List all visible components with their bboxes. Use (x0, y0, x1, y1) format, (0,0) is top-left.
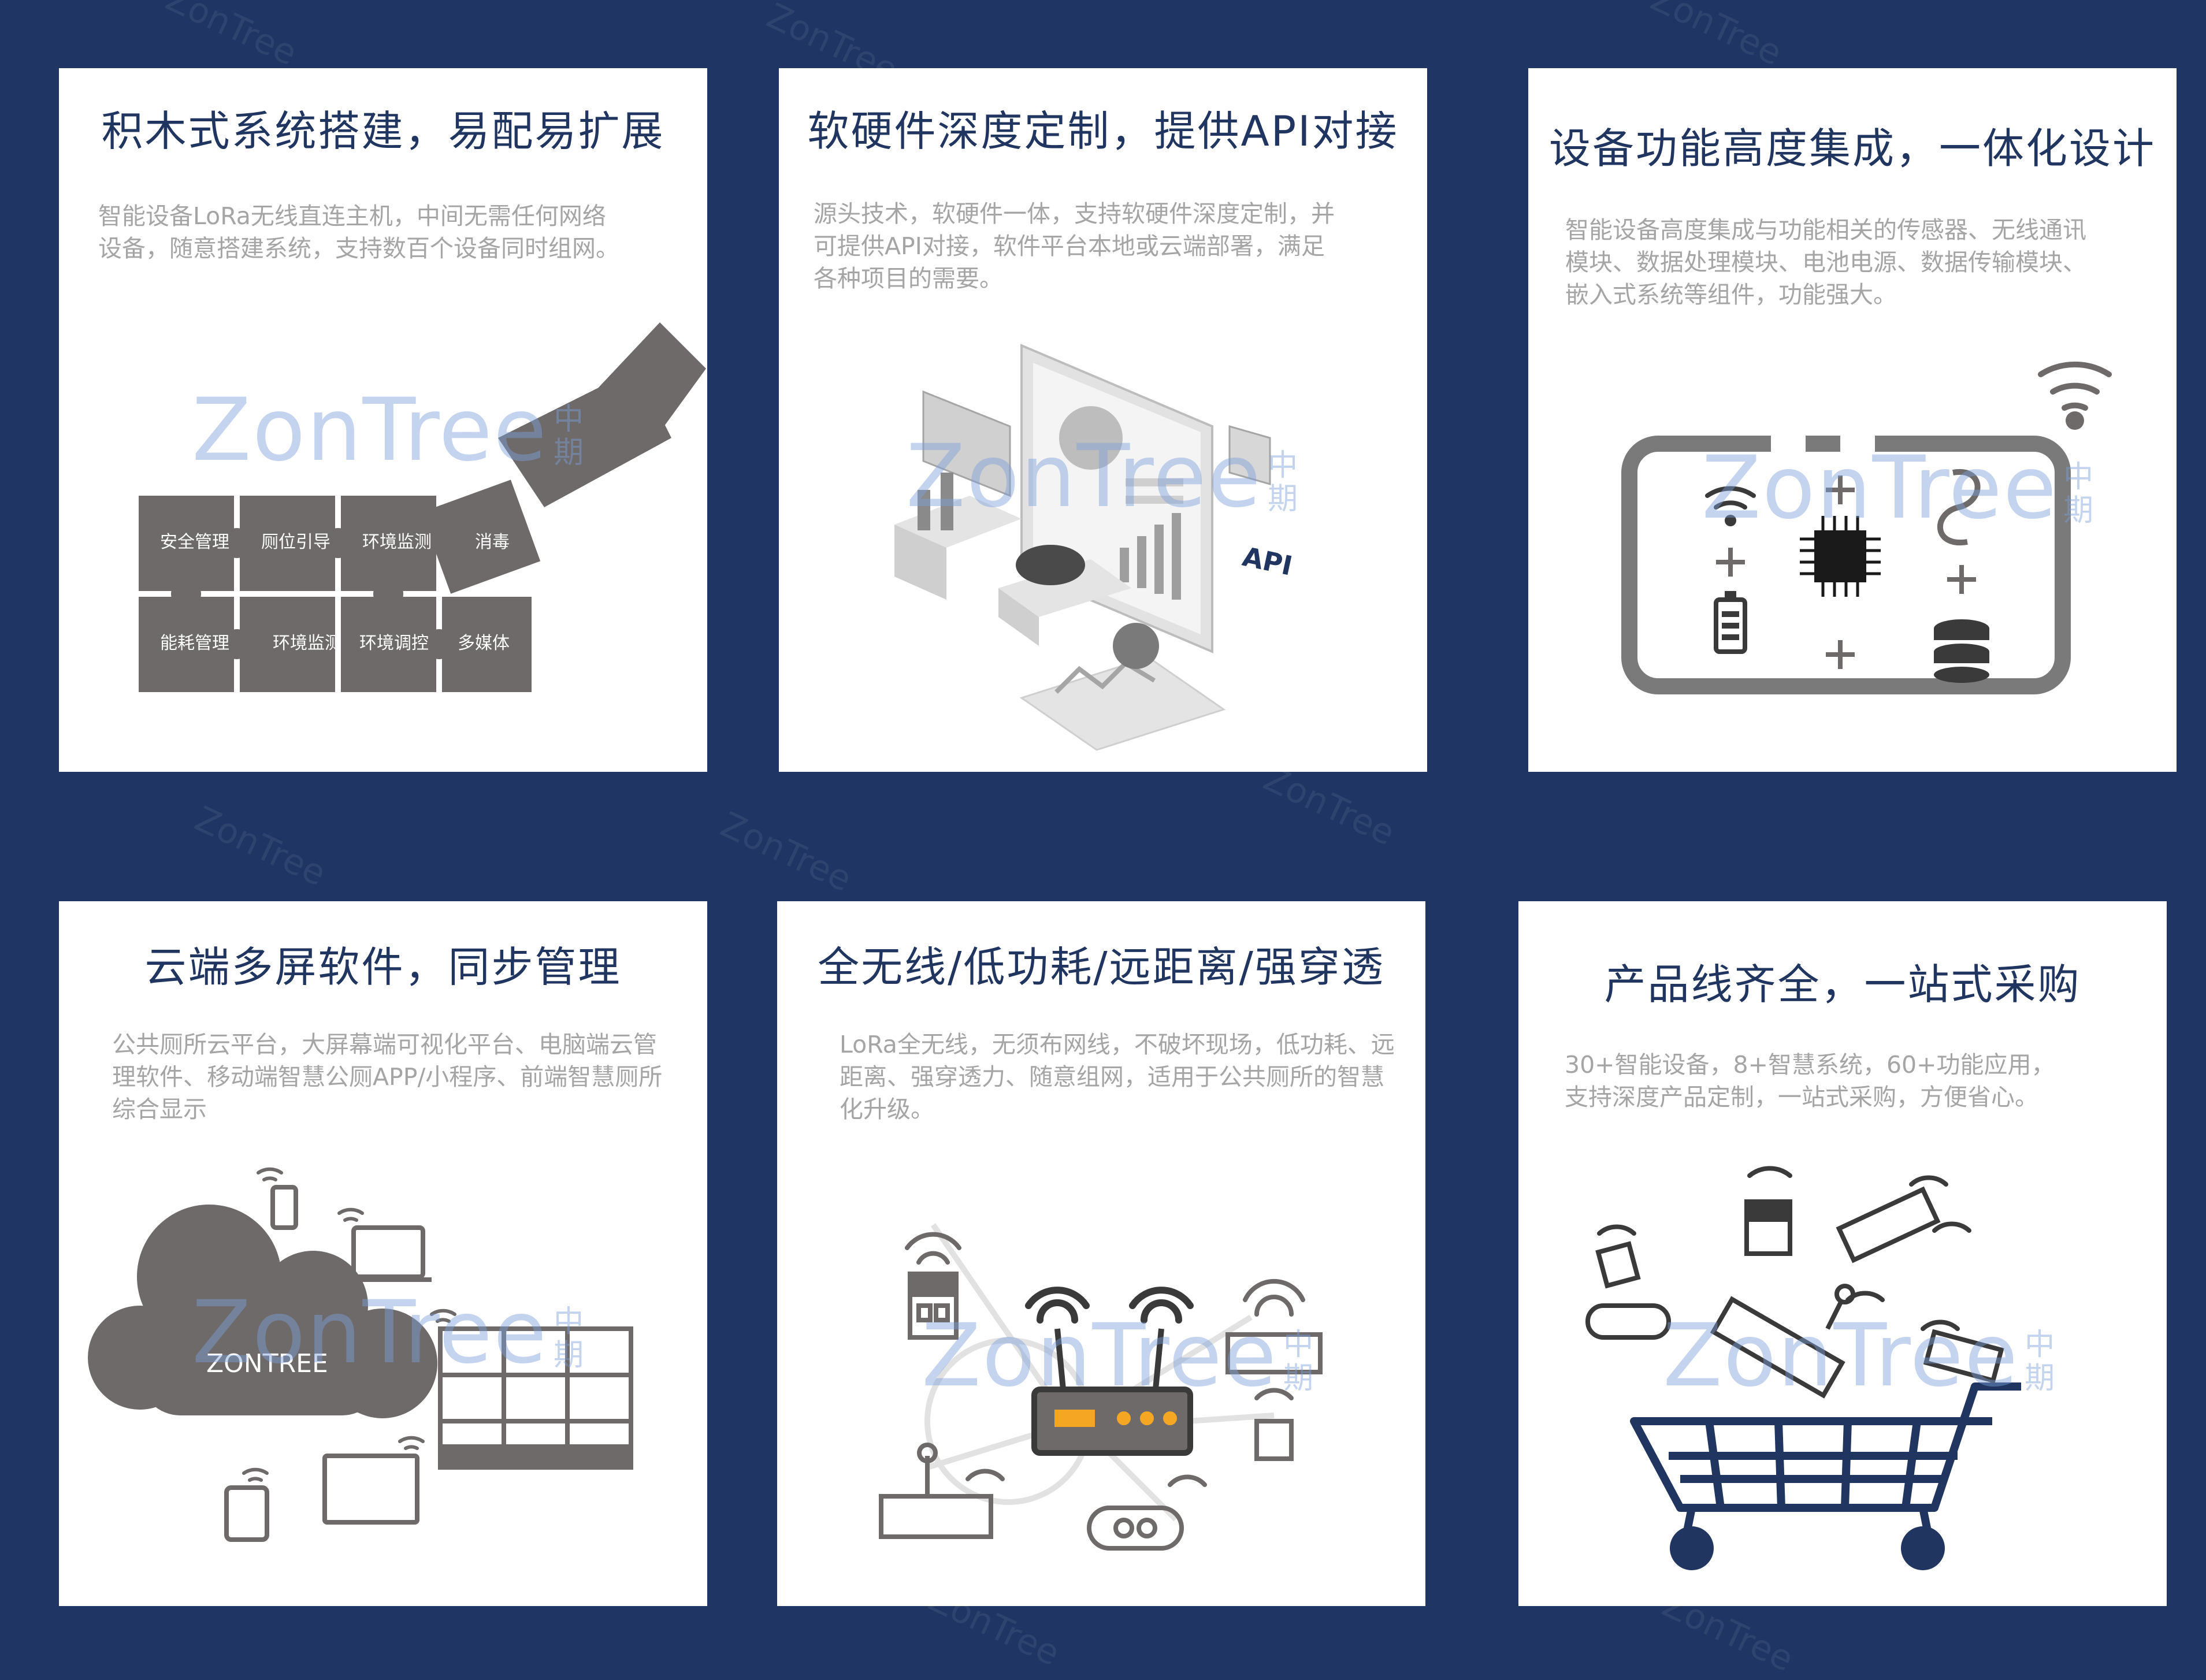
card-description: 公共厕所云平台，大屏幕端可视化平台、电脑端云管 理软件、移动端智慧公厕APP/小… (112, 1031, 663, 1123)
shopping-cart-illustration (1585, 1166, 2021, 1570)
puzzle-illustration: 安全管理 厕位引导 环境监测 消毒 能耗管理 环境监测 环境调控 多媒体 (139, 322, 706, 692)
puzzle-label: 厕位引导 (261, 532, 330, 552)
card-title: 产品线齐全，一站式采购 (1604, 960, 2081, 1009)
api-label: API (1240, 541, 1295, 582)
card-wireless: 全无线/低功耗/远距离/强穿透 LoRa全无线，无须布网线，不破坏现场，低功耗、… (777, 901, 1425, 1606)
card-description: 智能设备高度集成与功能相关的传感器、无线通讯 模块、数据处理模块、电池电源、数据… (1565, 216, 2086, 309)
cart-icon (1630, 1382, 2021, 1538)
integration-illustration (1621, 361, 2112, 694)
wireless-network-illustration (879, 1223, 1323, 1551)
card-product-line: 产品线齐全，一站式采购 30+智能设备，8+智慧系统，60+功能应用， 支持深度… (1518, 901, 2167, 1606)
card-description: 智能设备LoRa无线直连主机，中间无需任何网络 设备，随意搭建系统，支持数百个设… (98, 202, 619, 262)
wifi-icon (2038, 361, 2112, 411)
wifi-icon (905, 1232, 1305, 1487)
card-title: 设备功能高度集成，一体化设计 (1548, 124, 2156, 173)
cloud-multiscreen-illustration: ZONTREE (88, 1167, 633, 1542)
puzzle-label: 安全管理 (160, 532, 229, 552)
card-description: 源头技术，软硬件一体，支持软硬件深度定制，并 可提供API对接，软件平台本地或云… (814, 200, 1335, 292)
card-description: 30+智能设备，8+智慧系统，60+功能应用， 支持深度产品定制，一站式采购，方… (1565, 1051, 2055, 1111)
wifi-icon (242, 1167, 456, 1482)
puzzle-label: 消毒 (475, 532, 510, 552)
card-title: 软硬件深度定制，提供API对接 (807, 107, 1399, 155)
card-title: 全无线/低功耗/远距离/强穿透 (818, 943, 1385, 991)
card-title: 云端多屏软件，同步管理 (144, 943, 622, 991)
card-integration: 设备功能高度集成，一体化设计 智能设备高度集成与功能相关的传感器、无线通讯 模块… (1528, 68, 2177, 772)
wifi-icon (1025, 1287, 1194, 1324)
cloud-icon (88, 1205, 437, 1418)
puzzle-label: 环境监测 (362, 532, 432, 552)
card-description: LoRa全无线，无须布网线，不破坏现场，低功耗、远 距离、强穿透力、随意组网，适… (840, 1031, 1395, 1123)
monitor-dashboard-illustration: API (894, 343, 1295, 751)
puzzle-label: 多媒体 (458, 633, 510, 653)
puzzle-label: 环境调控 (359, 633, 429, 653)
cloud-label: ZONTREE (206, 1349, 328, 1378)
card-title: 积木式系统搭建，易配易扩展 (101, 107, 665, 155)
puzzle-label: 环境监测 (273, 633, 342, 653)
card-building-block: 积木式系统搭建，易配易扩展 智能设备LoRa无线直连主机，中间无需任何网络 设备… (59, 68, 707, 772)
puzzle-label: 能耗管理 (160, 633, 229, 653)
card-cloud-software: 云端多屏软件，同步管理 公共厕所云平台，大屏幕端可视化平台、电脑端云管 理软件、… (59, 901, 707, 1606)
card-custom-api: 软硬件深度定制，提供API对接 源头技术，软硬件一体，支持软硬件深度定制，并 可… (779, 68, 1427, 772)
